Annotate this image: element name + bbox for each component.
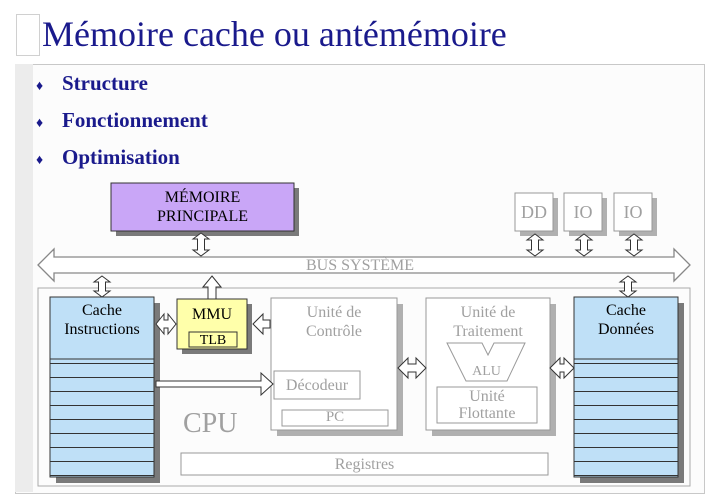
connector-arrows — [92, 232, 644, 300]
device-io2-box — [613, 192, 653, 232]
arrow-dd-bus — [525, 233, 545, 257]
arrow-memory-bus — [191, 232, 211, 257]
control-unit-box — [270, 297, 398, 431]
cache-donnees-line2: Données — [598, 321, 654, 338]
bullet-structure: ♦ Structure — [36, 71, 148, 96]
arrow-control-to-mmu — [252, 312, 271, 336]
bullet-optimisation: ♦ Optimisation — [36, 145, 180, 170]
bus-label: BUS SYSTÈME — [305, 257, 415, 274]
main-memory-line2: PRINCIPALE — [157, 208, 248, 225]
cache-instructions-head — [49, 296, 155, 360]
control-unit-label: Unité de Contrôle — [271, 303, 397, 341]
device-io1-box — [563, 192, 603, 232]
device-io2-label: IO — [623, 202, 643, 222]
cache-instructions-lines — [49, 358, 155, 478]
bullet-text: Structure — [62, 71, 148, 95]
registers-label: Registres — [334, 456, 395, 473]
tlb-box — [188, 331, 238, 348]
bullet-fonctionnement: ♦ Fonctionnement — [36, 108, 208, 133]
fpu-line2: Flottante — [458, 405, 516, 422]
fpu-box — [436, 386, 538, 424]
cache-donnees-head — [573, 296, 679, 360]
processing-unit-label: Unité de Traitement — [426, 303, 550, 341]
alu-shape — [446, 342, 526, 382]
diamond-bullet-icon: ♦ — [36, 79, 44, 94]
cache-instructions-line1: Cache — [82, 302, 122, 319]
system-bus-arrow — [37, 247, 691, 283]
main-memory-box — [110, 182, 295, 232]
bullet-text: Optimisation — [62, 145, 180, 169]
tlb-label: TLB — [199, 333, 227, 348]
arrow-control-processing — [397, 356, 427, 380]
pc-label: PC — [325, 409, 345, 425]
cpu-label: CPU — [183, 408, 238, 439]
cache-donnees-line1: Cache — [606, 302, 646, 319]
fpu-label: Unité Flottante — [437, 388, 537, 422]
cache-donnees-lines — [573, 358, 679, 478]
registers-box — [180, 452, 549, 476]
arrow-cache-mmu — [155, 312, 177, 336]
fpu-line1: Unité — [469, 388, 505, 405]
alu-label: ALU — [472, 364, 501, 379]
processing-unit-line2: Traitement — [453, 323, 523, 340]
control-unit-line2: Contrôle — [306, 323, 362, 340]
arrow-io1-bus — [574, 233, 594, 257]
mmu-label: MMU — [191, 306, 232, 323]
device-io1-label: IO — [573, 202, 593, 222]
decoder-label: Décodeur — [285, 377, 349, 394]
cache-instructions-label: Cache Instructions — [50, 301, 154, 339]
side-bar — [15, 64, 33, 492]
diamond-bullet-icon: ♦ — [36, 153, 44, 168]
device-dd-box — [514, 192, 554, 232]
cache-instructions-line2: Instructions — [64, 321, 140, 338]
title-accent-box — [16, 14, 40, 56]
control-unit-line1: Unité de — [306, 304, 362, 321]
arrow-cache-to-decoder — [155, 371, 274, 397]
processing-unit-line1: Unité de — [460, 304, 516, 321]
diamond-bullet-icon: ♦ — [36, 116, 44, 131]
slide-title: Mémoire cache ou antémémoire — [42, 14, 507, 54]
arrow-processing-cache — [549, 356, 575, 380]
main-memory-label: MÉMOIRE PRINCIPALE — [111, 188, 294, 226]
arrow-io2-bus — [624, 233, 644, 257]
device-dd-label: DD — [521, 202, 547, 222]
pc-box — [281, 409, 389, 427]
bullet-text: Fonctionnement — [62, 108, 208, 132]
decoder-box — [273, 370, 361, 400]
main-memory-line1: MÉMOIRE — [164, 189, 241, 206]
cache-donnees-label: Cache Données — [574, 301, 678, 339]
